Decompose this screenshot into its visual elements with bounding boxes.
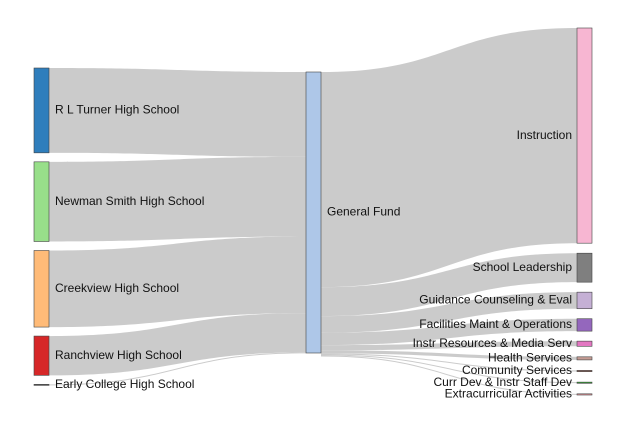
link-early-college-to-general-fund bbox=[49, 352, 306, 386]
node-newman-smith bbox=[33, 161, 50, 242]
label-guidance: Guidance Counseling & Eval bbox=[419, 293, 572, 307]
link-general-fund-to-instruction bbox=[321, 28, 577, 288]
links-layer bbox=[49, 28, 577, 395]
node-creekview bbox=[33, 250, 50, 328]
node-school-leadership bbox=[576, 252, 593, 283]
node-facilities bbox=[576, 318, 593, 332]
label-school-leadership: School Leadership bbox=[473, 260, 573, 274]
label-ranchview: Ranchview High School bbox=[55, 348, 182, 362]
link-ranchview-to-general-fund bbox=[49, 313, 306, 376]
node-instruction bbox=[576, 27, 593, 244]
label-early-college: Early College High School bbox=[55, 377, 194, 391]
link-general-fund-to-facilities bbox=[321, 318, 577, 346]
node-instr-resources bbox=[576, 340, 593, 347]
link-creekview-to-general-fund bbox=[49, 236, 306, 328]
node-rl-turner bbox=[33, 67, 50, 154]
label-creekview: Creekview High School bbox=[55, 281, 179, 295]
link-rl-turner-to-general-fund bbox=[49, 68, 306, 157]
node-extracurricular bbox=[576, 393, 593, 396]
link-general-fund-to-guidance bbox=[321, 292, 577, 333]
node-community bbox=[576, 370, 593, 372]
link-general-fund-to-community bbox=[321, 353, 577, 372]
node-guidance bbox=[576, 291, 593, 310]
node-general-fund bbox=[305, 71, 322, 354]
label-extracurricular: Extracurricular Activities bbox=[445, 387, 572, 401]
link-general-fund-to-curr-dev bbox=[321, 354, 577, 384]
label-curr-dev: Curr Dev & Instr Staff Dev bbox=[434, 375, 573, 389]
link-general-fund-to-instr-resources bbox=[321, 341, 577, 351]
label-rl-turner: R L Turner High School bbox=[55, 103, 179, 117]
link-newman-smith-to-general-fund bbox=[49, 156, 306, 242]
label-community: Community Services bbox=[462, 363, 572, 377]
link-general-fund-to-extracurricular bbox=[321, 355, 577, 395]
link-general-fund-to-school-leadership bbox=[321, 253, 577, 317]
label-instr-resources: Instr Resources & Media Serv bbox=[413, 336, 572, 350]
label-instruction: Instruction bbox=[517, 128, 572, 142]
nodes-layer bbox=[33, 27, 593, 396]
node-curr-dev bbox=[576, 381, 593, 384]
node-health bbox=[576, 356, 593, 361]
node-ranchview bbox=[33, 335, 50, 376]
label-health: Health Services bbox=[488, 351, 572, 365]
label-facilities: Facilities Maint & Operations bbox=[419, 317, 572, 331]
node-early-college bbox=[33, 384, 50, 386]
link-general-fund-to-health bbox=[321, 350, 577, 360]
label-newman-smith: Newman Smith High School bbox=[55, 194, 204, 208]
label-general-fund: General Fund bbox=[327, 205, 400, 219]
